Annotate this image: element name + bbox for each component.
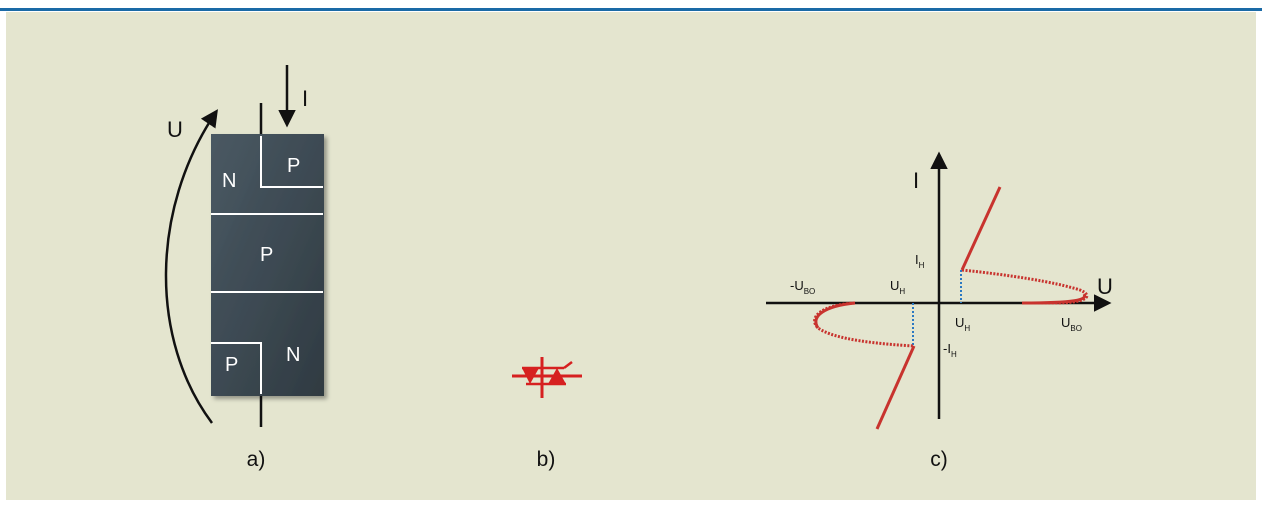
layer-n-top: N bbox=[222, 170, 236, 192]
layer-p-bottom: P bbox=[225, 354, 238, 376]
caption-c: c) bbox=[930, 448, 948, 471]
negative-branch bbox=[813, 301, 916, 430]
top-rule bbox=[0, 8, 1262, 11]
voltage-arc-arrow bbox=[164, 109, 218, 424]
label-uh-right: UH bbox=[955, 315, 970, 333]
iv-characteristic-graph: U I IH -IH UH UH UBO -UBO bbox=[766, 151, 1113, 471]
label-ubo-neg: -UBO bbox=[790, 278, 815, 296]
triac-symbol-icon bbox=[512, 357, 582, 398]
label-ih-pos: IH bbox=[915, 252, 925, 270]
layer-boundaries bbox=[211, 136, 323, 394]
label-ih-neg: -IH bbox=[943, 341, 957, 359]
voltage-label: U bbox=[167, 117, 183, 142]
layer-p-top: P bbox=[287, 155, 300, 177]
caption-b: b) bbox=[537, 448, 556, 471]
semiconductor-block bbox=[211, 134, 324, 396]
label-uh-left: UH bbox=[890, 278, 905, 296]
axis-y-label: I bbox=[913, 168, 919, 193]
positive-branch bbox=[960, 186, 1089, 305]
label-ubo-pos: UBO bbox=[1061, 315, 1082, 333]
caption-a: a) bbox=[247, 448, 266, 471]
layer-n-bottom: N bbox=[286, 344, 300, 366]
layer-p-middle: P bbox=[260, 244, 273, 266]
thyristor-structure: U I N P P P N a) bbox=[164, 65, 324, 471]
current-label: I bbox=[302, 86, 308, 111]
axis-x-label: U bbox=[1097, 274, 1113, 299]
